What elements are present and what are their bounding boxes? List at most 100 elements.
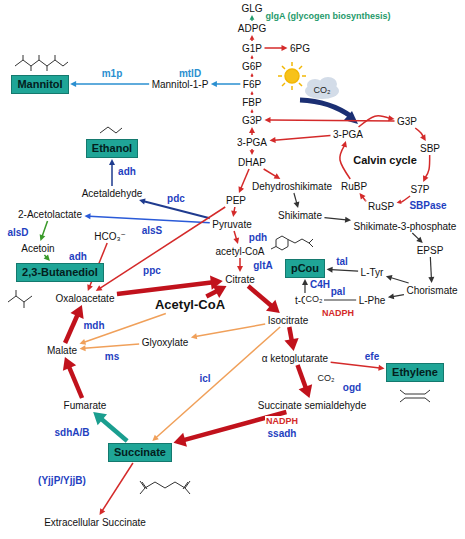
enzyme-label: (YjjP/YjjB): [37, 475, 87, 486]
node-text: Ethanol: [92, 142, 132, 155]
node-text: Chorismate: [406, 285, 457, 296]
node-text: EPSP: [417, 245, 444, 256]
enzyme-label: alsS: [141, 225, 164, 236]
connector: [264, 169, 277, 177]
arrowhead: [80, 339, 87, 345]
connector: [241, 169, 249, 189]
arrowhead: [109, 159, 115, 165]
pcou-groups: [271, 239, 313, 249]
connector: [84, 344, 139, 348]
reaction-arrow: [248, 286, 280, 313]
node-text: 2,3-Butanediol: [22, 266, 98, 279]
reaction-arrow: [264, 169, 281, 179]
reaction-arrow: [100, 463, 133, 515]
reaction-arrow: [250, 55, 253, 59]
reaction-arrow: [233, 231, 239, 244]
enzyme-label: ogd: [342, 382, 362, 393]
metabolite: DHAP: [237, 157, 267, 168]
reaction-arrow: [327, 267, 359, 273]
node-text: GLG: [241, 3, 262, 14]
connector: [69, 366, 82, 398]
connector: [390, 278, 408, 283]
node-text: ADPG: [238, 23, 266, 34]
node-text: G6P: [242, 61, 262, 72]
node-text: RuSP: [368, 201, 394, 212]
connector: [324, 218, 346, 220]
enzyme-label: alsD: [6, 227, 29, 238]
metabolite: Dehydroshikimate: [251, 181, 333, 192]
sun-ray: [299, 66, 302, 69]
metabolite: FBP: [241, 97, 262, 108]
annotation: CO₂: [317, 373, 336, 384]
metabolite: S7P: [410, 184, 431, 195]
reaction-arrow: [265, 117, 395, 123]
reaction-arrow: [250, 109, 253, 113]
connector: [265, 47, 283, 49]
metabolite: G3P: [241, 115, 263, 126]
connector: [430, 257, 431, 278]
connector: [102, 463, 133, 511]
arrowhead: [270, 137, 276, 143]
node-text: Dehydroshikimate: [252, 181, 332, 192]
node-text: pCou: [291, 262, 319, 275]
enzyme-label: efe: [364, 351, 380, 362]
arrowhead: [359, 193, 365, 200]
reaction-arrow: [93, 412, 127, 441]
arrowhead: [250, 109, 253, 112]
annotation: CO₂: [305, 294, 324, 305]
node-text: PEP: [226, 195, 246, 206]
sun: [278, 62, 306, 90]
arrowhead: [274, 173, 281, 179]
arrowhead: [239, 186, 245, 193]
connector: [144, 201, 210, 218]
enzyme-label: icl: [198, 373, 211, 384]
reaction-arrow: [239, 169, 250, 193]
arrowhead: [428, 277, 434, 283]
enzyme-label: ms: [104, 351, 120, 362]
node-text: Malate: [47, 345, 77, 356]
node-text: SBP: [420, 143, 440, 154]
swoosh-head: [344, 111, 358, 124]
node-text: Shikimate-3-phosphate: [354, 221, 457, 232]
reaction-arrow: [191, 324, 265, 339]
succinate-groups: [140, 481, 190, 494]
arrowhead: [388, 115, 394, 121]
connector: [196, 324, 266, 336]
product-box: Ethanol: [86, 139, 138, 158]
metabolite: L-Tyr: [360, 267, 385, 278]
enzyme-label: sdhA/B: [54, 427, 91, 438]
arrowhead: [93, 412, 107, 425]
arrowhead: [213, 285, 227, 298]
product-box: Succinate: [108, 443, 172, 462]
structures: [8, 55, 430, 494]
metabolite: 6PG: [289, 43, 311, 54]
reaction-arrow: [265, 45, 288, 51]
arrowhead: [70, 305, 83, 319]
sun-ray: [282, 83, 285, 86]
connector: [42, 221, 47, 236]
reaction-arrow: [294, 193, 300, 208]
metabolite: Acetoin: [20, 243, 55, 254]
arrowhead: [250, 15, 255, 20]
metabolite: G1P: [241, 43, 263, 54]
arrowhead: [420, 134, 426, 141]
metabolite: Acetaldehyde: [81, 188, 144, 199]
metabolite: Mannitol-1-P: [151, 79, 210, 90]
enzyme-label: ppc: [142, 265, 162, 276]
node-text: DHAP: [238, 157, 266, 168]
reaction-arrow: [412, 233, 422, 243]
reaction-arrow: [302, 279, 308, 293]
arrowhead: [231, 211, 237, 217]
connector: [89, 216, 210, 223]
connector: [322, 299, 356, 300]
node-text: G3P: [397, 116, 417, 127]
metabolite: Fumarate: [63, 400, 108, 411]
arrowhead: [250, 73, 253, 76]
enzyme-label: adh: [68, 251, 88, 262]
node-text: 2-Acetolactate: [18, 209, 82, 220]
metabolite: Shikimate: [277, 210, 323, 221]
arrowhead: [173, 433, 186, 447]
reaction-arrow: [270, 135, 331, 143]
metabolite: 3-PGA: [236, 137, 268, 148]
connector: [294, 193, 297, 203]
